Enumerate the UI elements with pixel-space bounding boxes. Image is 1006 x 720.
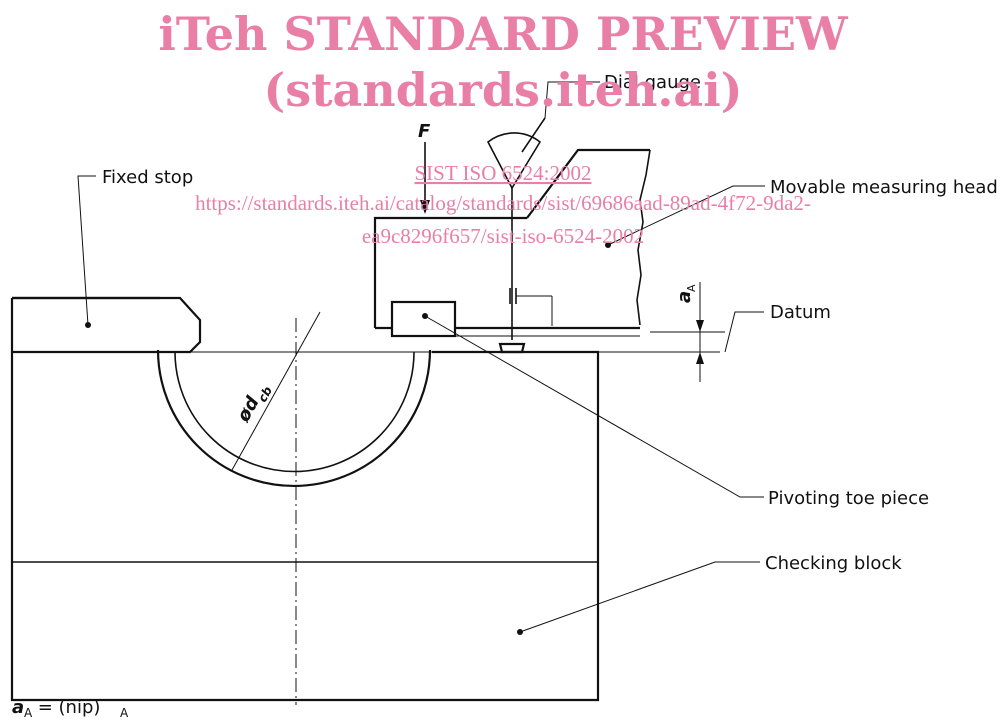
- bush-inner: [174, 351, 415, 473]
- fixed-stop-body: [12, 296, 202, 354]
- dial-gauge-body: [486, 117, 553, 354]
- checking-block-label: Checking block: [765, 553, 902, 574]
- checking-block: [10, 296, 600, 702]
- formula-lhs: a: [12, 697, 24, 718]
- movable-measuring-head-body: [373, 148, 651, 337]
- bush-outer: [156, 349, 432, 488]
- leader-dots: [85, 242, 611, 635]
- pivoting-toe-piece-body: [390, 300, 457, 338]
- watermark-url-line2[interactable]: ea9c8296f657/sist-iso-6524-2002: [362, 224, 644, 248]
- formula-equals: = (nip): [32, 697, 100, 718]
- formula-rhs-sub: A: [120, 706, 129, 720]
- leader-lines: [77, 81, 765, 633]
- pivoting-toe-piece-label: Pivoting toe piece: [768, 488, 929, 509]
- aA-label: a A: [674, 284, 698, 303]
- diameter-label-sub: cb: [255, 384, 275, 405]
- aA-label-sub: A: [685, 284, 698, 292]
- aA-dimension: [650, 282, 725, 382]
- watermark: iTeh STANDARD PREVIEW (standards.iteh.ai…: [158, 7, 849, 248]
- watermark-standard-link[interactable]: SIST ISO 6524:2002: [415, 161, 592, 185]
- diameter-leader: [231, 311, 321, 471]
- formula-lhs-sub: A: [24, 706, 33, 720]
- watermark-title: iTeh STANDARD PREVIEW: [158, 7, 849, 61]
- aA-label-main: a: [674, 291, 695, 303]
- watermark-url-line1[interactable]: https://standards.iteh.ai/catalog/standa…: [195, 191, 811, 215]
- fixed-stop-label: Fixed stop: [102, 167, 193, 188]
- watermark-site: (standards.iteh.ai): [264, 63, 743, 117]
- movable-measuring-head-label: Movable measuring head: [770, 177, 998, 198]
- datum-label: Datum: [770, 302, 831, 323]
- force-label: F: [418, 121, 431, 142]
- force-arrow: [420, 142, 430, 214]
- formula: a A = (nip) A: [12, 697, 129, 720]
- dial-gauge-label: Dial gauge: [604, 72, 701, 93]
